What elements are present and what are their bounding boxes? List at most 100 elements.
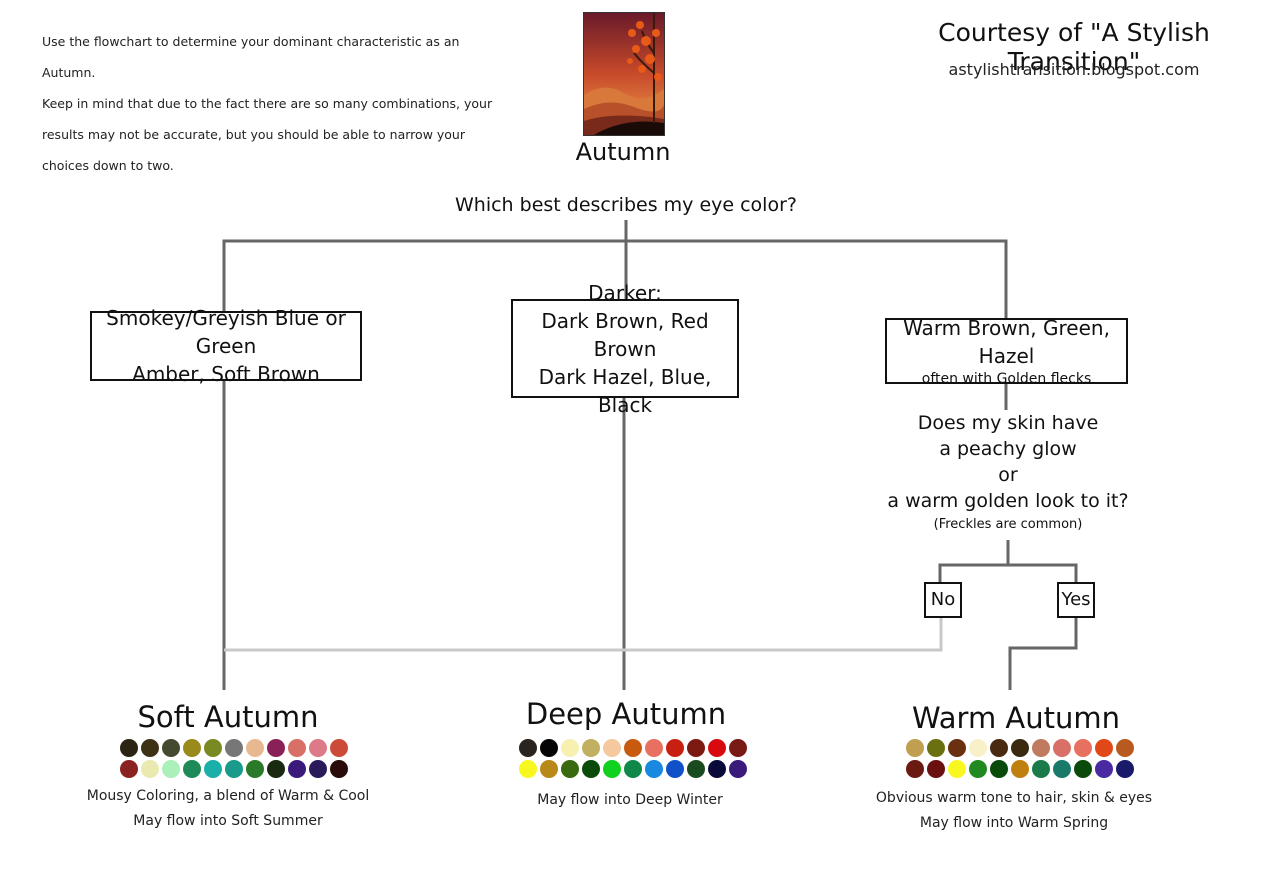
color-swatch: [708, 760, 726, 778]
color-swatch: [1053, 739, 1071, 757]
skin-question-note: (Freckles are common): [933, 517, 1083, 532]
color-swatch: [906, 739, 924, 757]
color-swatch: [288, 760, 306, 778]
result-title-warm: Warm Autumn: [911, 701, 1121, 735]
result-warm-note1: Obvious warm tone to hair, skin & eyes: [875, 790, 1153, 806]
color-swatch: [309, 739, 327, 757]
option-box-warm: Warm Brown, Green, Hazel often with Gold…: [885, 316, 1128, 387]
result-title-soft: Soft Autumn: [137, 700, 319, 734]
color-swatch: [624, 760, 642, 778]
color-swatch: [1116, 760, 1134, 778]
color-swatch: [162, 760, 180, 778]
connector-no-to-soft: [224, 618, 943, 652]
color-swatch: [990, 760, 1008, 778]
color-swatch: [162, 739, 180, 757]
color-swatch: [1074, 739, 1092, 757]
swatches-soft: [120, 739, 348, 778]
result-notes-deep: May flow into Deep Winter: [470, 788, 790, 813]
color-swatch: [990, 739, 1008, 757]
skin-question-line3: or: [998, 464, 1018, 486]
color-swatch: [330, 739, 348, 757]
option-warm-line2: often with Golden flecks: [921, 371, 1092, 387]
blog-url: astylishtransition.blogspot.com: [948, 60, 1200, 79]
color-swatch: [1032, 739, 1050, 757]
color-swatch: [561, 760, 579, 778]
skin-question: Does my skin have a peachy glow or a war…: [858, 410, 1158, 536]
color-swatch: [687, 760, 705, 778]
option-deep-line1: Darker:: [588, 280, 662, 305]
color-swatch: [927, 739, 945, 757]
intro-line: Keep in mind that due to the fact there …: [42, 96, 493, 111]
color-swatch: [519, 739, 537, 757]
option-warm-line1: Warm Brown, Green, Hazel: [903, 316, 1110, 368]
color-swatch: [603, 760, 621, 778]
color-swatch: [519, 760, 537, 778]
result-soft-note2: May flow into Soft Summer: [133, 813, 323, 829]
color-swatch: [603, 739, 621, 757]
color-swatch: [1011, 760, 1029, 778]
color-swatch: [906, 760, 924, 778]
color-swatch: [969, 760, 987, 778]
color-swatch: [141, 739, 159, 757]
option-box-soft: Smokey/Greyish Blue or Green Amber, Soft…: [90, 306, 362, 386]
color-swatch: [729, 739, 747, 757]
color-swatch: [183, 739, 201, 757]
result-soft-note1: Mousy Coloring, a blend of Warm & Cool: [86, 788, 370, 804]
result-title-deep: Deep Autumn: [525, 697, 727, 731]
color-swatch: [645, 739, 663, 757]
color-swatch: [225, 739, 243, 757]
color-swatch: [927, 760, 945, 778]
color-swatch: [969, 739, 987, 757]
color-swatch: [948, 739, 966, 757]
autumn-illustration: [583, 12, 665, 136]
color-swatch: [288, 739, 306, 757]
skin-question-line1: Does my skin have: [917, 412, 1099, 434]
page-title: Autumn: [575, 138, 671, 166]
courtesy-text: Courtesy of "A Stylish Transition": [938, 18, 1210, 76]
result-notes-warm: Obvious warm tone to hair, skin & eyes M…: [858, 786, 1170, 836]
intro-text: Use the flowchart to determine your domi…: [42, 26, 512, 181]
color-swatch: [708, 739, 726, 757]
color-swatch: [225, 760, 243, 778]
color-swatch: [120, 739, 138, 757]
option-soft-line2: Amber, Soft Brown: [132, 362, 320, 386]
color-swatch: [624, 739, 642, 757]
eye-color-question: Which best describes my eye color?: [455, 194, 797, 216]
color-swatch: [309, 760, 327, 778]
color-swatch: [948, 760, 966, 778]
color-swatch: [666, 739, 684, 757]
color-swatch: [183, 760, 201, 778]
color-swatch: [141, 760, 159, 778]
color-swatch: [204, 739, 222, 757]
connector-to-no: [938, 540, 1010, 582]
option-deep-line2: Dark Brown, Red Brown: [541, 308, 709, 361]
color-swatch: [1032, 760, 1050, 778]
color-swatch: [666, 760, 684, 778]
skin-question-line4: a warm golden look to it?: [887, 490, 1129, 512]
color-swatch: [540, 760, 558, 778]
color-swatch: [687, 739, 705, 757]
color-swatch: [1095, 739, 1113, 757]
color-swatch: [582, 739, 600, 757]
option-soft-line1: Smokey/Greyish Blue or Green: [106, 306, 346, 358]
color-swatch: [267, 739, 285, 757]
connector-to-yes: [1008, 563, 1078, 582]
intro-line: Use the flowchart to determine your domi…: [42, 34, 460, 80]
color-swatch: [246, 760, 264, 778]
intro-line: results may not be accurate, but you sho…: [42, 127, 465, 142]
result-warm-note2: May flow into Warm Spring: [919, 815, 1109, 831]
skin-question-line2: a peachy glow: [939, 438, 1077, 460]
color-swatch: [645, 760, 663, 778]
color-swatch: [1074, 760, 1092, 778]
intro-line: choices down to two.: [42, 158, 174, 173]
color-swatch: [204, 760, 222, 778]
color-swatch: [540, 739, 558, 757]
color-swatch: [246, 739, 264, 757]
swatches-warm: [906, 739, 1134, 778]
result-deep-note1: May flow into Deep Winter: [537, 792, 723, 808]
color-swatch: [267, 760, 285, 778]
color-swatch: [582, 760, 600, 778]
color-swatch: [561, 739, 579, 757]
result-notes-soft: Mousy Coloring, a blend of Warm & Cool M…: [68, 784, 388, 834]
